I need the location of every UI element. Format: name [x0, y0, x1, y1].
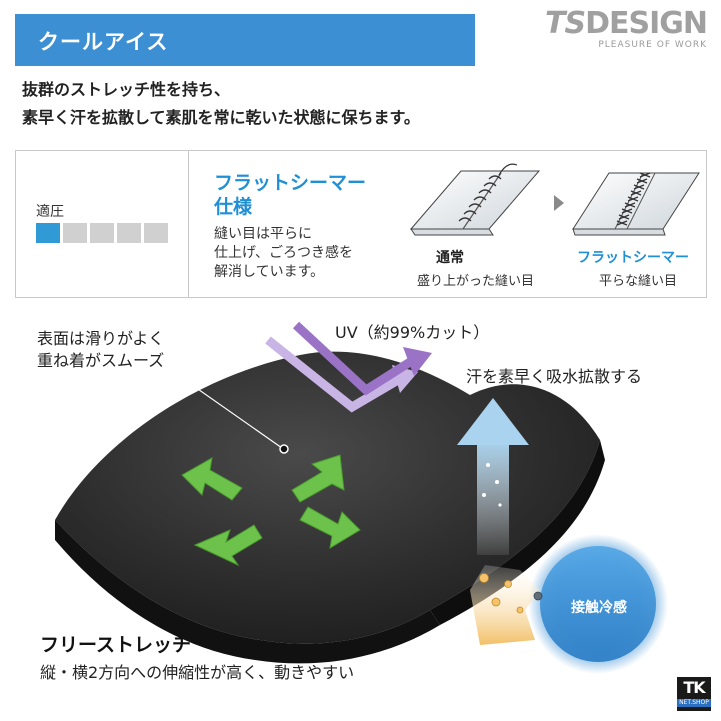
- fit-scale-cell: [63, 223, 87, 243]
- flat-seamer-desc-line-1: 縫い目は平らに: [214, 226, 312, 242]
- fit-pressure-scale: [36, 223, 168, 243]
- fabric-illustration: [55, 321, 668, 674]
- sweat-callout: 汗を素早く吸水拡散する: [466, 367, 643, 386]
- smooth-callout-line: [174, 372, 283, 449]
- fit-pressure-label: 適圧: [36, 204, 64, 220]
- title-bar: クールアイス: [15, 14, 475, 66]
- flat-seam-title: フラットシーマー: [577, 250, 689, 266]
- fabric-shape: [55, 351, 605, 664]
- brand-logo-ts: TS: [545, 6, 586, 41]
- normal-seam-subtitle: 盛り上がった縫い目: [417, 274, 535, 289]
- flat-seam-subtitle: 平らな縫い目: [599, 274, 678, 289]
- uv-arrows-icon: [265, 321, 432, 413]
- uv-callout: UV（約99%カット）: [335, 323, 490, 342]
- free-stretch-description: 縦・横2方向への伸縮性が高く、動きやすい: [40, 663, 355, 682]
- comparison-arrow-icon: [554, 195, 564, 211]
- flat-seamer-desc-line-2: 仕上げ、ごろつき感を: [214, 245, 354, 261]
- free-stretch-title: フリーストレッチ: [40, 634, 192, 656]
- brand-tagline: PLEASURE OF WORK: [598, 40, 707, 50]
- brand-logo-text: TSDESIGN: [545, 6, 708, 41]
- flat-seamer-description: 縫い目は平らに 仕上げ、ごろつき感を 解消しています。: [214, 225, 353, 282]
- heat-arrow-icon: [470, 565, 543, 645]
- cool-touch-label: 接触冷感: [571, 600, 627, 616]
- spec-panel: 適圧 フラットシーマー 仕様 縫い目は平らに 仕上げ、ごろつき感を 解消していま…: [15, 150, 707, 298]
- normal-seam-diagram: [409, 163, 541, 236]
- seam-comparison-illustration: [409, 163, 700, 236]
- flat-seamer-title-line-2: 仕様: [214, 196, 253, 218]
- fit-scale-cell: [117, 223, 141, 243]
- smooth-callout-line-1: 表面は滑りがよく: [37, 329, 165, 348]
- fit-scale-cell: [36, 223, 60, 243]
- tk-logo-text: TK: [683, 678, 705, 697]
- netshop-logo-text: NET.SHOP: [677, 699, 711, 707]
- flat-seamer-title-line-1: フラットシーマー: [214, 172, 367, 194]
- product-description: 抜群のストレッチ性を持ち、 素早く汗を拡散して素肌を常に乾いた状態に保ちます。: [22, 76, 420, 132]
- fit-scale-cell: [144, 223, 168, 243]
- fit-scale-cell: [90, 223, 114, 243]
- fit-pressure-section: 適圧: [16, 151, 189, 297]
- smooth-callout-line-2: 重ね着がスムーズ: [37, 351, 165, 370]
- page-title: クールアイス: [38, 30, 169, 54]
- tk-netshop-logo: TK NET.SHOP: [677, 677, 711, 711]
- brand-logo: TSDESIGN PLEASURE OF WORK: [545, 6, 708, 51]
- brand-logo-design: DESIGN: [585, 6, 708, 41]
- flat-seamer-title: フラットシーマー 仕様: [214, 171, 366, 219]
- normal-seam-title: 通常: [436, 250, 464, 266]
- sweat-arrow-icon: [457, 398, 529, 555]
- description-line-1: 抜群のストレッチ性を持ち、: [22, 80, 231, 99]
- flat-seamer-desc-line-3: 解消しています。: [214, 264, 325, 280]
- smooth-surface-callout: 表面は滑りがよく 重ね着がスムーズ: [37, 328, 164, 372]
- smooth-callout-dot: [279, 444, 289, 454]
- description-line-2: 素早く汗を拡散して素肌を常に乾いた状態に保ちます。: [22, 108, 420, 127]
- stretch-arrows-icon: [181, 454, 361, 567]
- flat-seam-diagram: [572, 172, 700, 236]
- seam-comparison: 通常 盛り上がった縫い目 フラットシーマー 平らな縫い目: [401, 159, 701, 291]
